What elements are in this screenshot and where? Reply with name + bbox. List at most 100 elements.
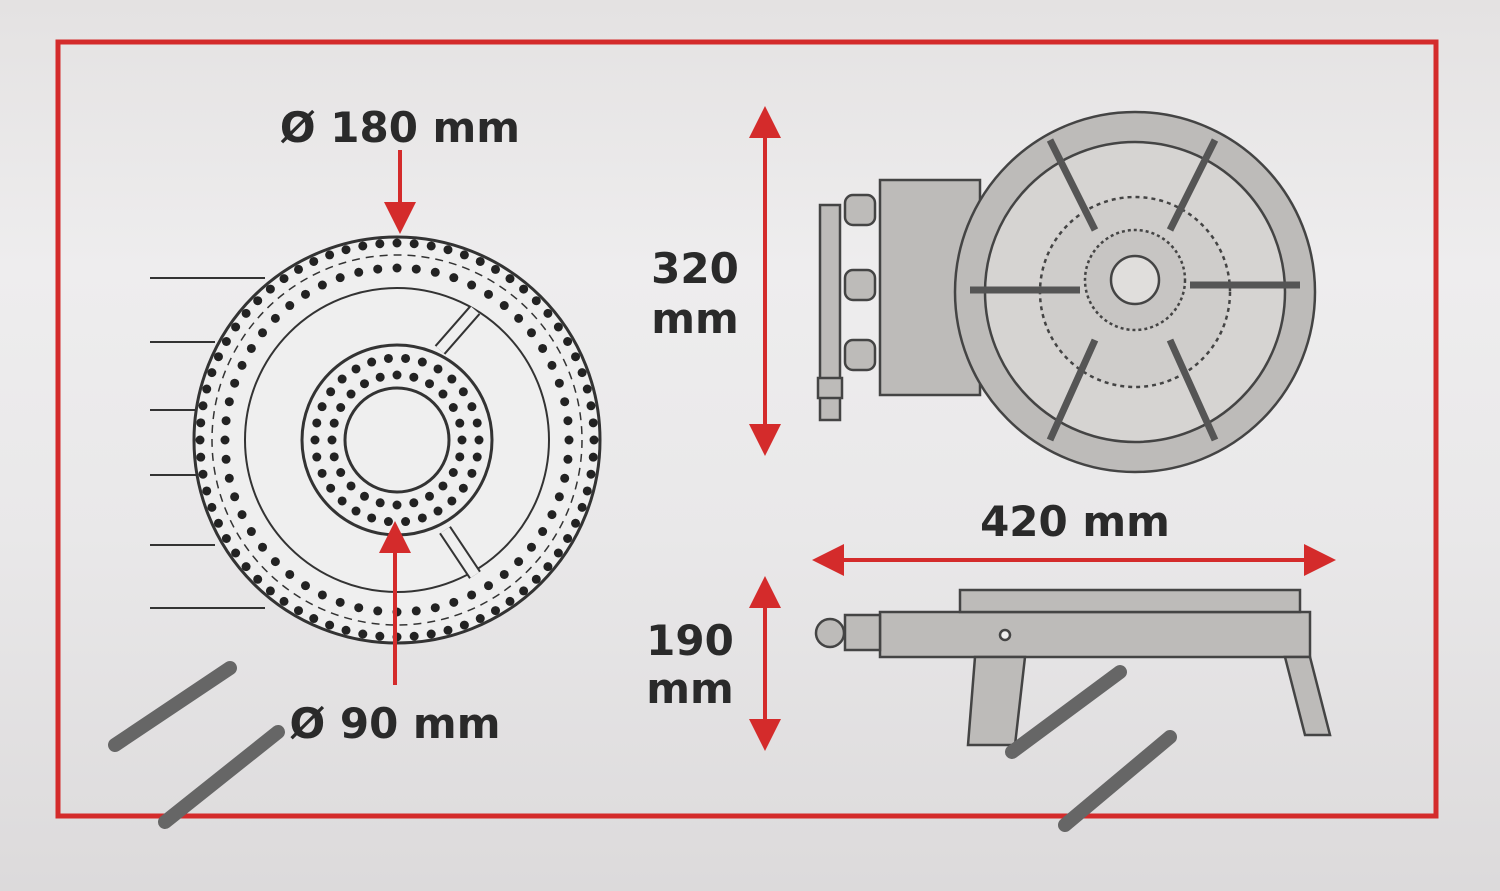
burner-hole [294,606,303,616]
burner-hole [309,614,319,624]
burner-hole [383,353,393,363]
burner-hole [317,590,327,600]
burner-hole [563,337,573,346]
burner-hole [571,518,581,528]
burner-hole [474,435,484,445]
burner-top-view [150,235,602,645]
burner-hole [230,378,240,388]
burner-hole [265,586,275,596]
burner-hole [425,491,434,501]
burner-hole [538,343,548,353]
burner-hole [455,418,465,428]
burner-hole [329,418,339,428]
burner-hole [426,629,436,639]
burner-hole [459,250,469,260]
burner-hole [560,473,570,483]
burner-hole [430,603,440,613]
burner-hole [449,597,459,607]
staples [108,661,1177,832]
burner-hole [409,631,419,641]
burner-hole [426,241,436,251]
burner-hole [231,322,241,332]
burner-hole [375,498,385,508]
burner-hole [543,562,553,572]
burner-hole [409,372,419,382]
burner-hole [401,353,411,363]
burner-hole [360,379,369,389]
burner-hole [438,389,448,399]
burner-hole [392,263,402,273]
burner-hole [246,527,256,537]
burner-hole [443,625,453,635]
burner-hole [325,250,335,260]
burner-hole [563,416,573,426]
burner-hole [198,401,208,411]
burner-hole [207,502,217,512]
burner-hole [411,264,421,274]
burner-hole [472,452,482,462]
burner-hole [577,502,587,512]
burner-hole [213,352,223,362]
burner-hole [547,360,557,370]
burner-hole [475,256,485,266]
burner-hole [253,574,263,584]
burner-hole [327,435,337,445]
burner-hole [367,357,377,367]
burner-hole [448,403,458,412]
burner-hole [538,527,548,537]
burner-hole [317,280,327,290]
burner-hole [505,596,515,606]
burner-hole [455,452,465,462]
burner-hole [195,435,205,445]
burner-hole [373,264,383,274]
burner-hole [351,506,361,516]
burner-hole [433,506,443,516]
burner-hole [586,469,596,479]
width-label: 420 mm [980,497,1170,546]
burner-hole [425,379,434,389]
burner-hole [531,296,541,306]
burner-hole [198,469,208,479]
burner-hole [505,274,515,284]
burner-hole [383,517,393,527]
burner-hole [392,500,402,510]
burner-hole [467,590,477,600]
burner-hole [519,284,529,294]
stand-height-unit: mm [646,664,734,713]
stand-height-value: 190 [646,616,734,665]
burner-hole [499,569,509,579]
burner-hole [582,486,592,496]
burner-hole [221,454,231,464]
burner-hole [417,357,427,367]
burner-hole [337,496,347,506]
burner-hole [246,343,256,353]
burner-hole [484,289,494,299]
burner-hole [335,273,345,283]
burner-hole [447,496,457,506]
burner-hole [514,557,524,567]
inner-diameter-label: Ø 90 mm [289,699,501,748]
burner-hole [447,374,457,384]
burner-hole [196,452,206,462]
burner-hole [443,245,453,255]
burner-hole [336,403,346,412]
burner-hole [258,542,268,552]
burner-hole [317,402,327,412]
burner-hole [564,435,574,445]
stove-top-view [816,110,1317,474]
burner-hole [220,435,230,445]
burner-hole [417,513,427,523]
burner-hole [358,241,368,251]
burner-hole [375,372,385,382]
burner-hole [196,418,206,428]
burner-hole [571,352,581,362]
height-unit: mm [651,294,739,343]
burner-hole [231,548,241,558]
burner-hole [224,473,234,483]
burner-hole [375,631,385,641]
burner-hole [560,397,570,407]
height-value: 320 [651,244,739,293]
burner-hole [270,313,280,323]
burner-hole [409,498,419,508]
